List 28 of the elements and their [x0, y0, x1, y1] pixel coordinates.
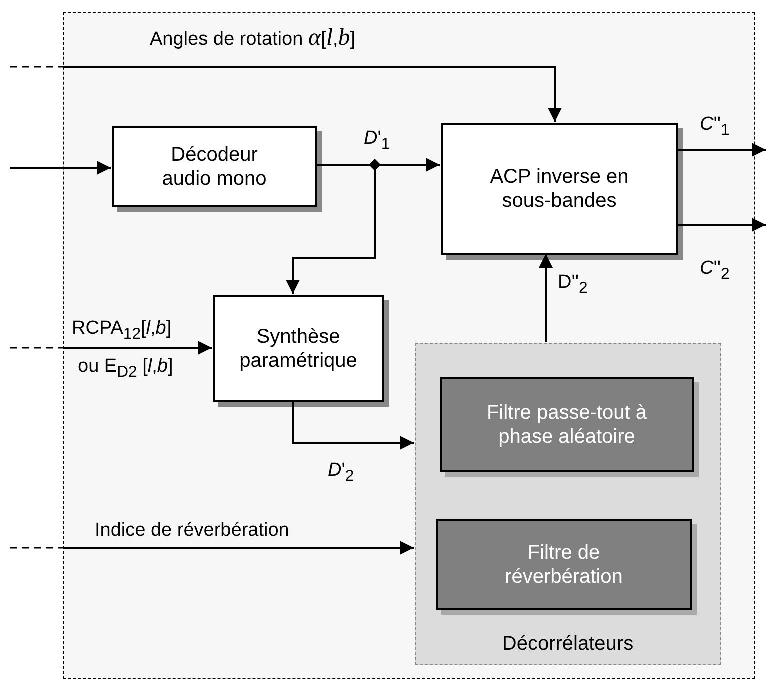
dashed-line: [10, 66, 63, 68]
group-title: Décorrélateurs: [501, 632, 635, 656]
dashed-frame: [63, 12, 755, 679]
box-label: Synthèse paramétrique: [238, 324, 358, 372]
dashed-line: [10, 547, 63, 549]
edge-label: D'$_{2}$: [328, 460, 354, 487]
arrow: [63, 341, 212, 355]
dashed-line: [10, 347, 63, 349]
box-label: ACP inverse en sous-bandes: [489, 165, 630, 213]
edge-label: Angles de rotation α[l,b]: [150, 24, 356, 53]
edge-label: RCPA$_{12}$[l,b]: [72, 318, 172, 345]
arrow: [292, 401, 414, 450]
box-label: Filtre passe-tout à phase aléatoire: [486, 400, 648, 448]
edge-label: C''$_{2}$: [700, 258, 730, 285]
edge-label: Indice de réverbération: [95, 520, 290, 543]
box-label: Filtre de réverbération: [504, 540, 624, 588]
arrow: [677, 218, 766, 232]
edge-label: C''$_{1}$: [700, 114, 730, 141]
group-box: [415, 343, 721, 665]
arrow: [10, 161, 111, 175]
arrow: [63, 541, 414, 555]
signal-label: ou E$_{D2}$ [l,b]: [78, 356, 174, 383]
edge-label: D''$_{2}$: [558, 272, 588, 299]
arrow: [63, 66, 562, 122]
edge-label: D'$_{1}$: [364, 128, 390, 155]
arrow: [677, 143, 766, 157]
box-label: Décodeur audio mono: [161, 142, 268, 190]
arrow: [539, 254, 553, 342]
